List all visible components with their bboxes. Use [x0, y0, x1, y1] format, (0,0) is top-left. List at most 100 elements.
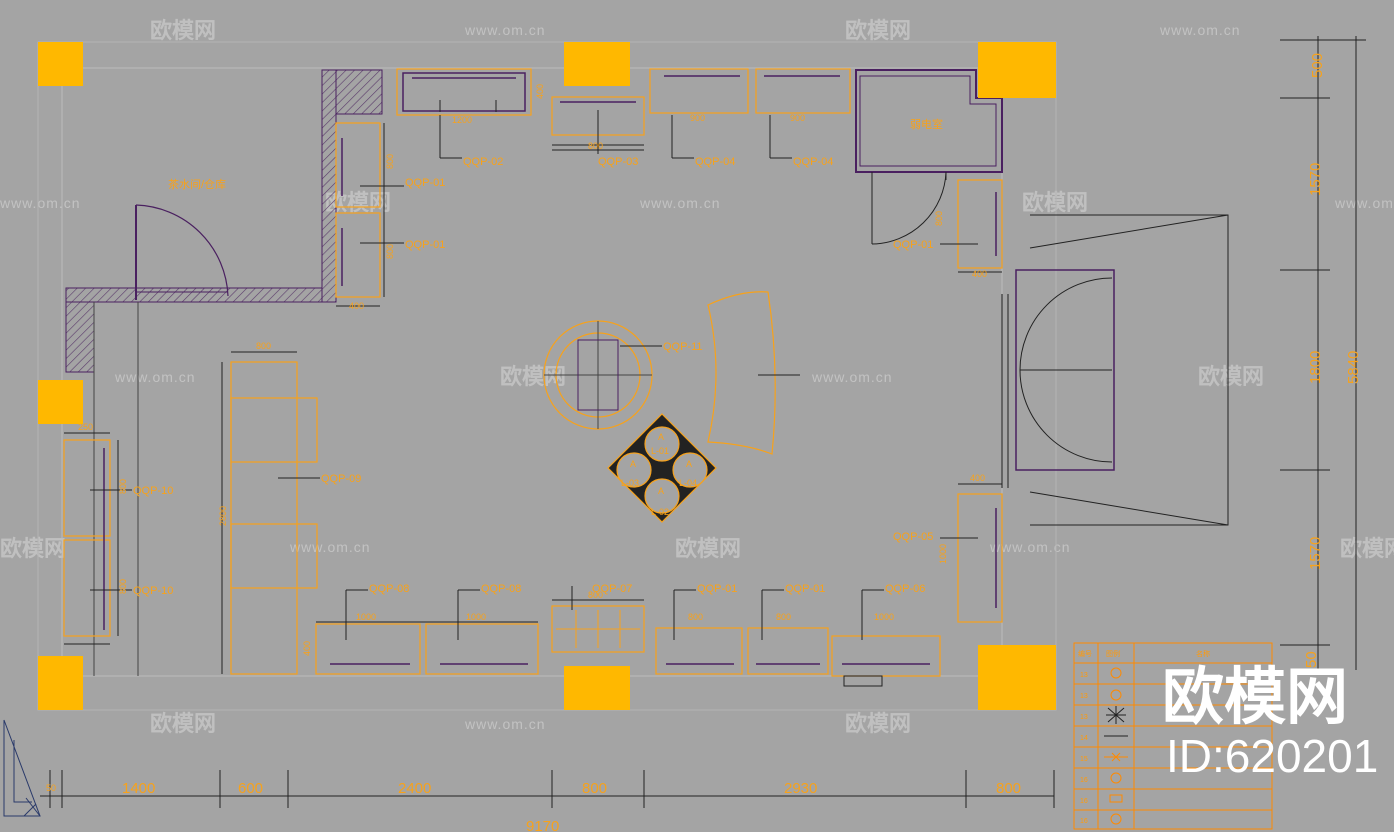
- dim-qqp08a: 1000: [356, 612, 376, 622]
- fixture-qqp05: 400 1000 QQP-05: [893, 473, 1003, 623]
- fixture-island: A L-01 A L-02 A L-03 A L-04: [607, 413, 717, 523]
- legend-row-no: 13: [1080, 693, 1088, 700]
- dim-bottom-7: 800: [996, 780, 1021, 797]
- legend-header-no: 编号: [1078, 649, 1092, 658]
- label-qqp04a: QQP-04: [695, 156, 735, 168]
- dim-qqp07: 800: [588, 590, 603, 600]
- dim-right-4: 1570: [1307, 537, 1324, 570]
- label-qqp02: QQP-02: [463, 156, 503, 168]
- watermark-url: www.om.cn: [1159, 22, 1241, 38]
- tea-room: 茶水间/仓库: [65, 69, 383, 373]
- label-qqp01-a: QQP-01: [405, 177, 445, 189]
- fixture-qqp01-bottom: 800 800 QQP-01 QQP-01: [655, 583, 829, 675]
- island-code-3: L-03: [621, 478, 639, 488]
- legend-table: 编号 图例 名称 13 13 13 14 15 16 16 16: [1073, 642, 1273, 830]
- label-qqp10-a: QQP-10: [133, 485, 173, 497]
- legend-row-no: 15: [1080, 756, 1088, 763]
- smoke-detector-icon: [1110, 813, 1122, 825]
- watermark-url: www.om.cn: [464, 716, 546, 732]
- watermark-brand: 欧模网: [500, 364, 566, 389]
- legend-row-no: 16: [1080, 777, 1088, 784]
- dim-left-b: 800: [385, 244, 395, 259]
- watermark-brand: 欧模网: [1340, 536, 1394, 561]
- label-qqp01-c: QQP-01: [893, 239, 933, 251]
- fixture-qqp02: 1200 400 QQP-02: [396, 68, 545, 168]
- label-qqp06: QQP-06: [885, 583, 925, 595]
- dim-qqp08-h: 400: [302, 641, 312, 656]
- island-code-1: L-01: [651, 446, 669, 456]
- exhaust-fan-icon: [1109, 794, 1123, 803]
- dim-right-a: 800: [934, 211, 944, 226]
- dim-bottom-3: 600: [238, 780, 263, 797]
- watermark-brand: 欧模网: [1022, 190, 1088, 215]
- watermark-brand: 欧模网: [845, 18, 911, 43]
- island-code-4: L-04: [679, 478, 697, 488]
- fixture-curved-counter: [707, 291, 800, 455]
- label-qqp04b: QQP-04: [793, 156, 833, 168]
- watermark-brand: 欧模网: [150, 18, 216, 43]
- dim-right-2: 1570: [1307, 163, 1324, 196]
- fixture-left-column: 800 800 400 QQP-01 QQP-01: [335, 122, 445, 311]
- label-qqp05: QQP-05: [893, 531, 933, 543]
- ucs-axis-icon: [3, 719, 41, 817]
- watermark-brand: 欧模网: [845, 711, 911, 736]
- legend-row-no: 13: [1080, 672, 1088, 679]
- watermark-brand: 欧模网: [150, 711, 216, 736]
- label-qqp08-b: QQP-08: [481, 583, 521, 595]
- label-qqp08-a: QQP-08: [369, 583, 409, 595]
- column-grid-boundary: [37, 41, 1057, 711]
- dim-qqp04a: 900: [690, 113, 705, 123]
- dim-bottom-1: 50: [46, 783, 56, 793]
- grille-light-icon: [1110, 772, 1122, 784]
- dim-bottom-5: 800: [582, 780, 607, 797]
- dim-left-a: 800: [385, 154, 395, 169]
- dim-qqp02-w: 1200: [452, 115, 472, 125]
- dim-qqp08b: 1000: [466, 612, 486, 622]
- watermark-url: www.om.cn: [289, 539, 371, 555]
- legend-row-no: 13: [1080, 714, 1088, 721]
- watermark-url: www.om.cn: [639, 195, 721, 211]
- dim-right-1: 500: [1309, 53, 1326, 78]
- entrance: [1001, 214, 1229, 526]
- dim-bottom-6: 2930: [784, 780, 817, 797]
- structural-columns: [38, 42, 1056, 710]
- track-light-icon: [1104, 752, 1128, 762]
- legend-header-name: 名称: [1196, 649, 1210, 658]
- legend-header-icon: 图例: [1106, 649, 1120, 658]
- electric-room: 弱电室: [855, 69, 1003, 245]
- label-qqp09: QQP-09: [321, 473, 361, 485]
- label-qqp01-d: QQP-01: [697, 583, 737, 595]
- label-qqp10-b: QQP-10: [133, 585, 173, 597]
- legend-row-no: 16: [1080, 798, 1088, 805]
- dim-qqp06: 1000: [874, 612, 894, 622]
- dim-bottom-2: 1400: [122, 780, 155, 797]
- fixture-qqp03: 800 QQP-03: [551, 96, 645, 168]
- watermark-brand: 欧模网: [1198, 364, 1264, 389]
- watermark-url: www.om.cn: [114, 369, 196, 385]
- brand-watermark-id: ID:620201: [1166, 730, 1378, 782]
- brand-watermark-name: 欧模网: [1162, 663, 1348, 732]
- brand-watermark: 欧模网 ID:620201: [1162, 663, 1378, 782]
- watermark-url: www.om.cn: [0, 195, 81, 211]
- watermark-url: www.om.cn: [464, 22, 546, 38]
- dim-qqp01d: 800: [688, 612, 703, 622]
- dim-qqp09-w: 800: [256, 341, 271, 351]
- spotlight-icon: [1110, 689, 1122, 701]
- island-letter: A: [658, 432, 664, 442]
- room-label-tea: 茶水间/仓库: [168, 177, 226, 191]
- fixture-right-qqp01: 800 400 QQP-01: [893, 179, 1003, 279]
- bottom-dimension-chain: 50 1400 600 2400 800 2930 800 9170: [40, 770, 1055, 832]
- watermark-brand: 欧模网: [675, 536, 741, 561]
- downlight-icon: [1110, 667, 1122, 679]
- pendant-icon: [1106, 706, 1126, 724]
- room-label-electric: 弱电室: [910, 117, 943, 131]
- watermark-brand: 欧模网: [0, 536, 66, 561]
- fixture-qqp07: 800 QQP-07: [551, 583, 645, 653]
- island-code-2: L-02: [651, 507, 669, 517]
- dim-bottom-total: 9170: [526, 818, 559, 832]
- watermark-url: www.om.cn: [811, 369, 893, 385]
- label-qqp01-b: QQP-01: [405, 239, 445, 251]
- dim-qqp04b: 900: [790, 113, 805, 123]
- label-qqp11: QQP-11: [663, 341, 703, 353]
